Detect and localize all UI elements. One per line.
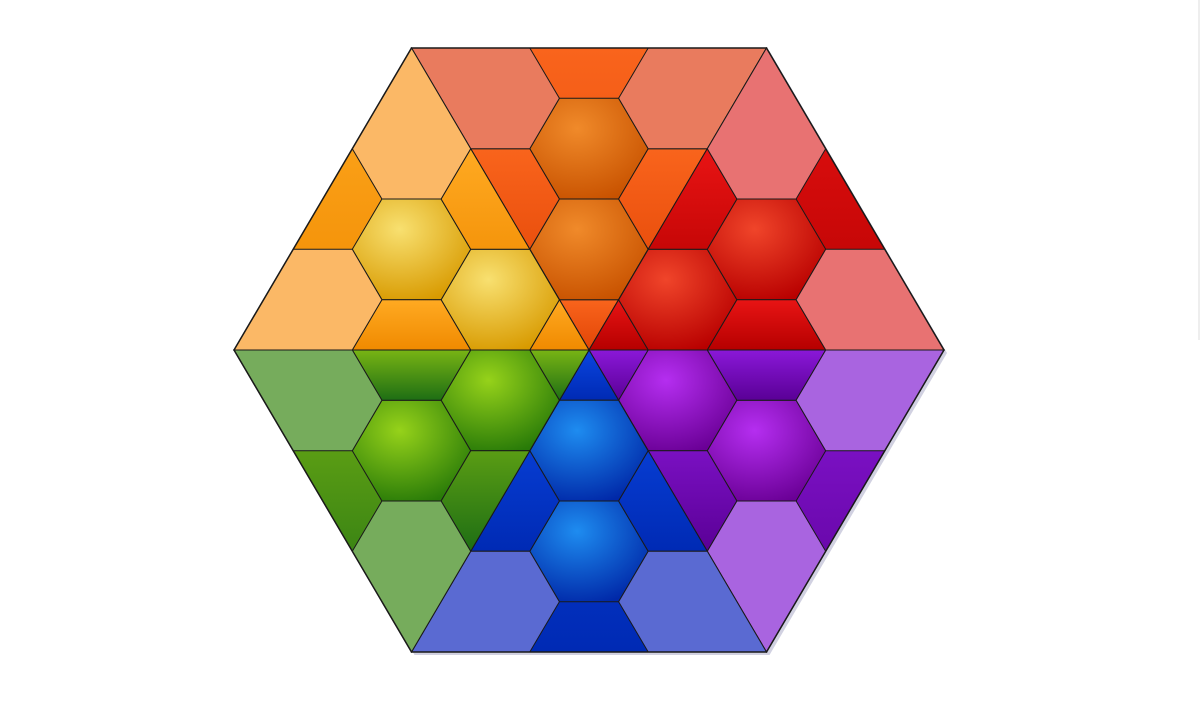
- red-trap-6: [795, 248, 945, 351]
- purple-trap-5: [795, 349, 945, 452]
- sector-red: [588, 47, 945, 351]
- sector-orange: [410, 47, 768, 351]
- edge-strip: [1198, 0, 1200, 340]
- hexagon-outline: [233, 47, 945, 653]
- sector-blue: [410, 349, 768, 653]
- sector-purple: [588, 349, 945, 653]
- sector-green: [233, 349, 590, 653]
- yellow-trap-5: [233, 248, 383, 351]
- sector-yellow: [233, 47, 590, 351]
- green-trap-6: [233, 349, 383, 452]
